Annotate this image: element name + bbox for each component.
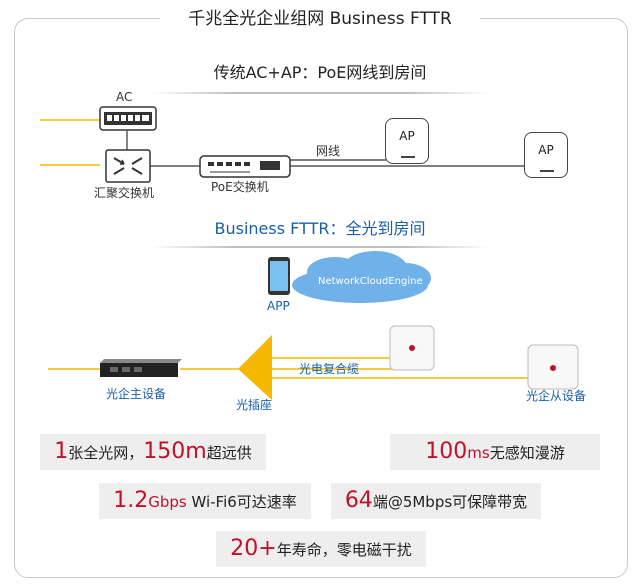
ap-2-device: AP [524, 132, 568, 178]
feature-1-number: 1 [54, 439, 69, 464]
cloud-icon [292, 251, 431, 303]
ap-1-device: AP [385, 118, 429, 164]
app-label: APP [267, 299, 290, 313]
feature-4-text: 端@5Mbps可保障带宽 [372, 493, 528, 511]
feature-box-4: 64端@5Mbps可保障带宽 [331, 483, 541, 519]
sub-device-label: 光企从设备 [526, 389, 587, 403]
feature-5-number: 20+ [230, 536, 277, 561]
cloud-label: NetworkCloudEngine [318, 276, 423, 287]
feature-box-3: 1.2Gbps Wi-Fi6可达速率 [99, 483, 311, 519]
feature-2-unit: ms [467, 444, 490, 462]
sub-device-2-icon [527, 344, 579, 390]
feature-3-text: Wi-Fi6可达速率 [186, 493, 297, 511]
feature-box-5: 20+年寿命，零电磁干扰 [216, 531, 426, 567]
main-device-icon [100, 359, 182, 377]
fiber-label: 光电复合缆 [299, 362, 360, 376]
ac-label: AC [116, 90, 133, 104]
traditional-divider [150, 92, 490, 94]
traditional-title: 传统AC+AP：PoE网线到房间 [213, 63, 427, 82]
aggregation-switch-icon [105, 149, 151, 183]
ap-1-label: AP [399, 129, 415, 143]
feature-5-text: 年寿命，零电磁干扰 [276, 541, 412, 559]
splitter-label: 光插座 [236, 398, 273, 412]
main-device-label: 光企主设备 [106, 387, 167, 401]
cable-label: 网线 [316, 144, 341, 158]
splitter-icon [238, 335, 272, 400]
feature-2-number: 100 [425, 439, 468, 464]
fttr-title: Business FTTR：全光到房间 [214, 219, 426, 238]
feature-box-2: 100ms无感知漫游 [390, 434, 600, 470]
feature-1-text1: 张全光网， [68, 444, 144, 462]
main-title: 千兆全光企业组网 Business FTTR [160, 6, 480, 32]
sub-device-1-icon [389, 325, 435, 371]
feature-3-unit: Gbps [148, 493, 187, 511]
poe-switch-label: PoE交换机 [211, 180, 269, 194]
ap-2-label: AP [538, 143, 554, 157]
phone-icon [268, 257, 290, 295]
feature-3-number: 1.2 [113, 488, 149, 513]
agg-switch-label: 汇聚交换机 [94, 186, 155, 200]
feature-box-1: 1张全光网，150m超远供 [40, 434, 266, 470]
feature-1-number2: 150m [143, 439, 207, 464]
poe-switch-icon [199, 155, 291, 178]
feature-2-text: 无感知漫游 [489, 444, 565, 462]
feature-4-number: 64 [344, 488, 373, 513]
feature-1-text2: 超远供 [206, 444, 252, 462]
ac-device-icon [99, 106, 157, 131]
fttr-divider [150, 246, 490, 248]
